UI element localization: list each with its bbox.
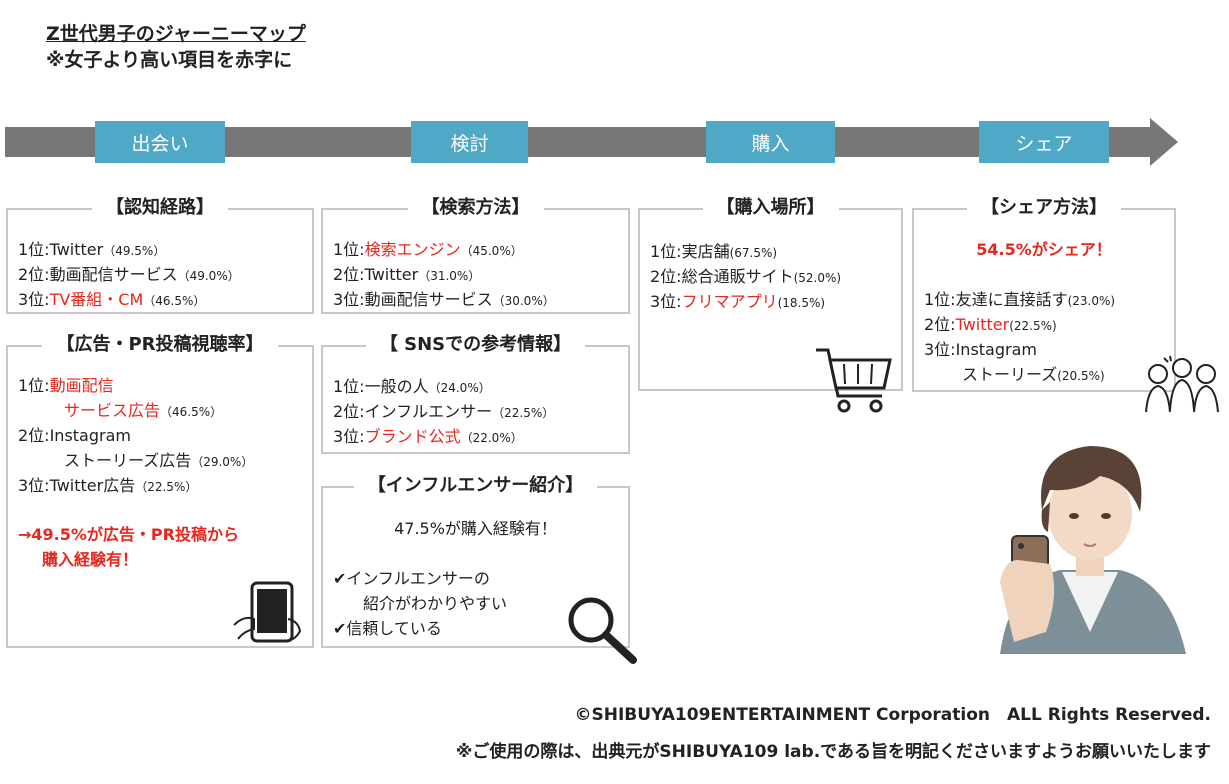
list-item: 3位:Twitter広告（22.5%） bbox=[18, 476, 198, 495]
list-item: 1位:友達に直接話す(23.0%) bbox=[924, 290, 1116, 309]
stage-share: シェア bbox=[979, 121, 1109, 163]
awareness-title: 【認知経路】 bbox=[92, 197, 228, 218]
shopping-cart-icon bbox=[816, 348, 892, 413]
list-item: 3位:ブランド公式（22.0%） bbox=[333, 427, 523, 446]
copyright: ©SHIBUYA109ENTERTAINMENT Corporation ALL… bbox=[574, 705, 1211, 725]
smartphone-hand-icon bbox=[233, 581, 302, 643]
stage-consider: 検討 bbox=[411, 121, 528, 163]
stage-purchase: 購入 bbox=[706, 121, 835, 163]
list-item: 2位:動画配信サービス（49.0%） bbox=[18, 265, 240, 284]
ads-note-cont: 購入経験有！ bbox=[42, 550, 139, 569]
list-item: 1位:Twitter（49.5%） bbox=[18, 240, 166, 259]
list-item: 3位:TV番組・CM（46.5%） bbox=[18, 290, 206, 309]
list-item: 3位:動画配信サービス（30.0%） bbox=[333, 290, 555, 309]
sns-info-box: 【 SNSでの参考情報】 1位:一般の人（24.0%） 2位:インフルエンサー（… bbox=[321, 334, 630, 454]
influencer-headline: 47.5%が購入経験有！ bbox=[394, 519, 557, 538]
share-box: 【シェア方法】 54.5%がシェア！ 1位:友達に直接話す(23.0%) 2位:… bbox=[912, 197, 1176, 392]
usage-note: ※ご使用の際は、出典元がSHIBUYA109 lab.である旨を明記くださいます… bbox=[455, 742, 1211, 762]
list-item: 1位:一般の人（24.0%） bbox=[333, 377, 491, 396]
ads-box: 【広告・PR投稿視聴率】 1位:動画配信 サービス広告（46.5%） 2位:In… bbox=[6, 334, 314, 648]
ads-title: 【広告・PR投稿視聴率】 bbox=[42, 334, 278, 355]
purchase-title: 【購入場所】 bbox=[702, 197, 839, 218]
list-item: 1位:動画配信 bbox=[18, 376, 114, 395]
list-item: 2位:総合通販サイト(52.0%) bbox=[650, 267, 842, 286]
page-subtitle: ※女子より高い項目を赤字に bbox=[46, 49, 293, 71]
influencer-title: 【インフルエンサー紹介】 bbox=[353, 475, 598, 496]
list-item: 2位:Twitter(22.5%) bbox=[924, 315, 1057, 334]
list-item: 2位:Twitter（31.0%） bbox=[333, 265, 481, 284]
awareness-box: 【認知経路】 1位:Twitter（49.5%） 2位:動画配信サービス（49.… bbox=[6, 197, 314, 314]
list-item: 2位:インフルエンサー（22.5%） bbox=[333, 402, 555, 421]
list-item: 1位:検索エンジン（45.0%） bbox=[333, 240, 523, 259]
list-item: 2位:Instagram bbox=[18, 426, 131, 445]
magnifier-icon bbox=[568, 597, 637, 664]
sns-info-title: 【 SNSでの参考情報】 bbox=[365, 334, 586, 355]
check-item: ✔インフルエンサーの bbox=[333, 569, 490, 588]
list-item: 1位:実店舗(67.5%) bbox=[650, 242, 778, 261]
influencer-box: 【インフルエンサー紹介】 47.5%が購入経験有！ ✔インフルエンサーの 紹介が… bbox=[321, 475, 637, 664]
list-item-cont: ストーリーズ(20.5%) bbox=[962, 365, 1105, 384]
journey-arrow-head bbox=[1150, 118, 1178, 166]
share-title: 【シェア方法】 bbox=[967, 197, 1121, 218]
page-title: Z世代男子のジャーニーマップ bbox=[46, 23, 306, 45]
check-item-cont: 紹介がわかりやすい bbox=[363, 594, 508, 613]
chatting-people-icon bbox=[1145, 355, 1219, 413]
list-item: 3位:Instagram bbox=[924, 340, 1037, 359]
share-headline: 54.5%がシェア！ bbox=[976, 240, 1112, 259]
ads-note: →49.5%が広告・PR投稿から bbox=[18, 525, 239, 544]
search-box: 【検索方法】 1位:検索エンジン（45.0%） 2位:Twitter（31.0%… bbox=[321, 197, 630, 314]
search-title: 【検索方法】 bbox=[407, 197, 544, 218]
list-item-cont: ストーリーズ広告（29.0%） bbox=[64, 451, 254, 470]
purchase-box: 【購入場所】 1位:実店舗(67.5%) 2位:総合通販サイト(52.0%) 3… bbox=[638, 197, 903, 413]
young-man-illustration bbox=[1000, 446, 1186, 654]
check-item: ✔信頼している bbox=[333, 619, 442, 638]
list-item-cont: サービス広告（46.5%） bbox=[64, 401, 223, 420]
stage-encounter: 出会い bbox=[95, 121, 225, 163]
list-item: 3位:フリマアプリ(18.5%) bbox=[650, 292, 826, 311]
